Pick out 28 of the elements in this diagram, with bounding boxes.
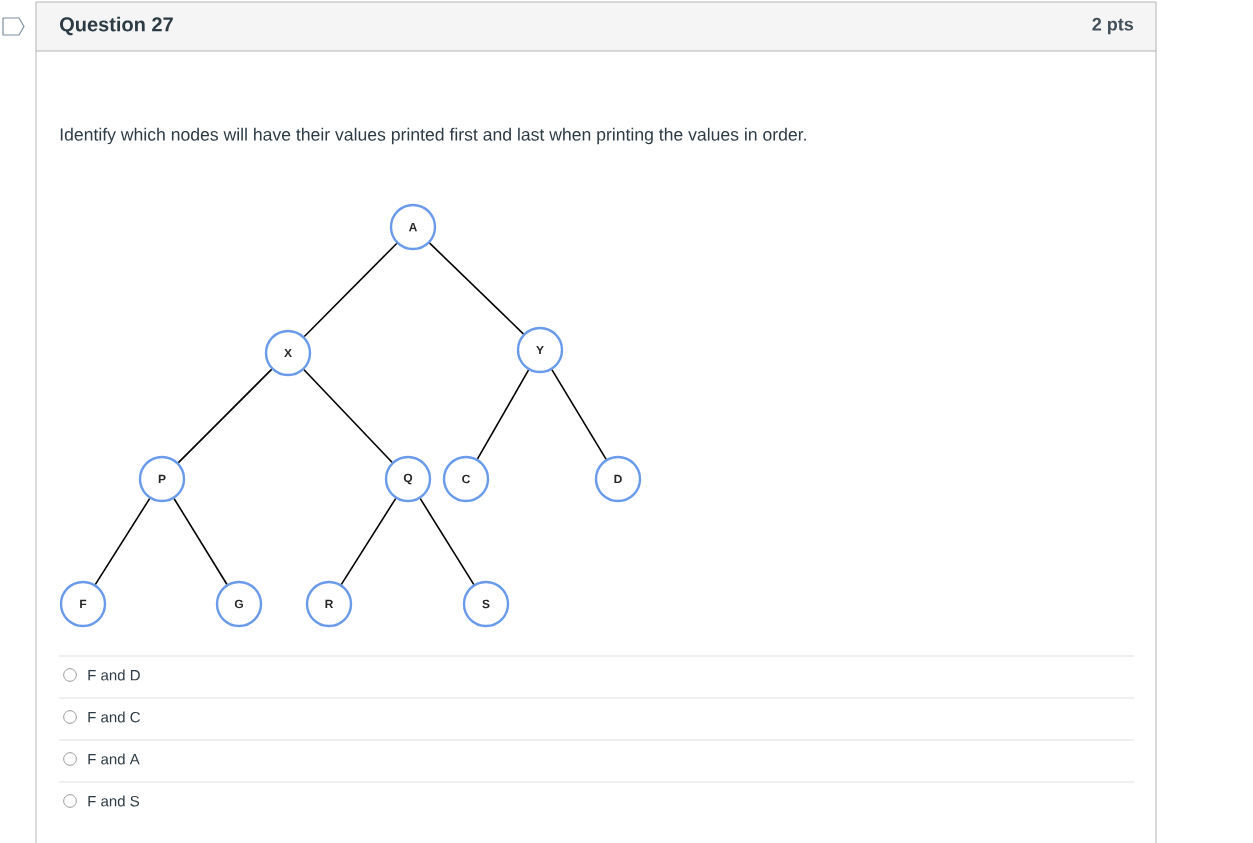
edge-line xyxy=(551,369,607,460)
answer-option: F and S xyxy=(88,795,140,807)
edge-line xyxy=(428,242,525,335)
answer-option: F and D xyxy=(88,669,140,681)
tree-node: Q xyxy=(384,455,432,503)
edge-line xyxy=(94,497,151,586)
tree-node: C xyxy=(442,455,490,503)
answer-option: F and C xyxy=(88,711,140,723)
tree-node: R xyxy=(305,580,353,628)
tree-node: X xyxy=(264,329,312,377)
tree-node: A xyxy=(389,203,437,251)
edge-line xyxy=(303,242,398,338)
answer-option: F and A xyxy=(88,753,140,765)
question-text: Identify which nodes will have their values printed first and last when printing the values in order. xyxy=(60,127,806,145)
tree-node: P xyxy=(138,455,186,503)
edge-line xyxy=(177,368,273,464)
edge-line xyxy=(419,497,475,586)
tree-node: Y xyxy=(516,326,564,374)
edge-line xyxy=(340,497,397,586)
tree-node: G xyxy=(215,580,263,628)
points-label: 2 pts xyxy=(1092,17,1134,35)
question-title: Question 27 xyxy=(60,16,173,36)
edge-line xyxy=(476,369,530,460)
tree-node: F xyxy=(59,580,107,628)
tree-node: D xyxy=(594,455,642,503)
edge-line xyxy=(303,369,393,463)
tree-node: S xyxy=(462,580,510,628)
edge-line xyxy=(173,497,228,586)
